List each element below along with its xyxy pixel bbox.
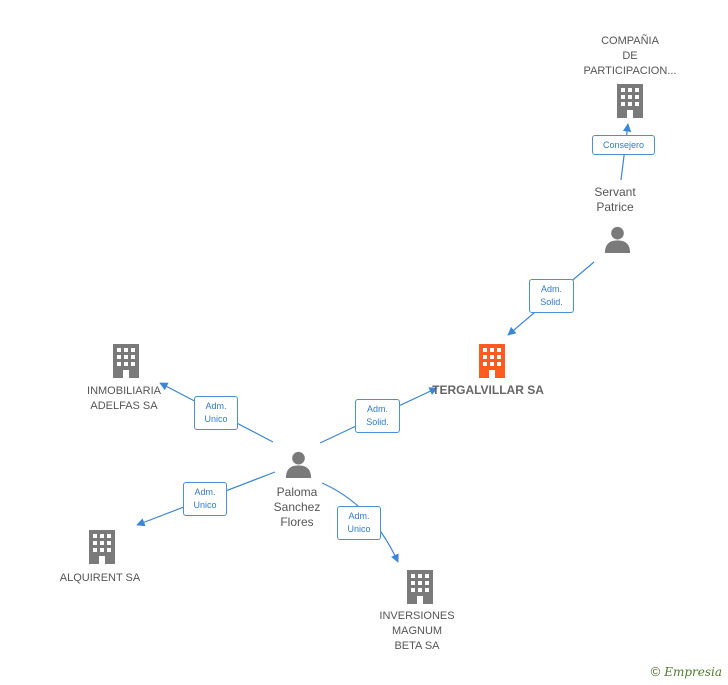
edge-label-paloma-tergalvillar[interactable]: Adm. Solid. <box>355 399 400 433</box>
node-label-compania[interactable]: COMPAÑIA DE PARTICIPACION... <box>583 35 677 77</box>
node-label-tergalvillar[interactable]: TERGALVILLAR SA <box>432 383 544 397</box>
edge-label-consejero[interactable]: Consejero <box>592 135 655 155</box>
copyright-symbol: © <box>650 664 661 679</box>
edge-label-servant-tergalvillar[interactable]: Adm. Solid. <box>529 279 574 313</box>
node-label-paloma[interactable]: Paloma Sanchez Flores <box>273 485 321 529</box>
edge-label-paloma-inversiones[interactable]: Adm. Unico <box>337 506 381 540</box>
node-label-alquirent[interactable]: ALQUIRENT SA <box>59 572 141 584</box>
node-label-servant[interactable]: Servant Patrice <box>594 185 636 214</box>
edge-label-paloma-inmobiliaria[interactable]: Adm. Unico <box>194 396 238 430</box>
person-icon[interactable] <box>285 451 312 478</box>
building-icon[interactable] <box>89 530 115 564</box>
node-label-inmobiliaria[interactable]: INMOBILIARIA ADELFAS SA <box>87 385 161 412</box>
building-icon[interactable] <box>617 84 643 118</box>
building-icon[interactable] <box>479 344 505 378</box>
building-icon[interactable] <box>113 344 139 378</box>
footer-brand: ©Empresia <box>651 664 722 679</box>
person-icon[interactable] <box>604 226 631 253</box>
building-icon[interactable] <box>407 570 433 604</box>
edge-label-paloma-alquirent[interactable]: Adm. Unico <box>183 482 227 516</box>
brand-logo: Empresia <box>664 665 722 679</box>
node-label-inversiones[interactable]: INVERSIONES MAGNUM BETA SA <box>379 610 455 652</box>
